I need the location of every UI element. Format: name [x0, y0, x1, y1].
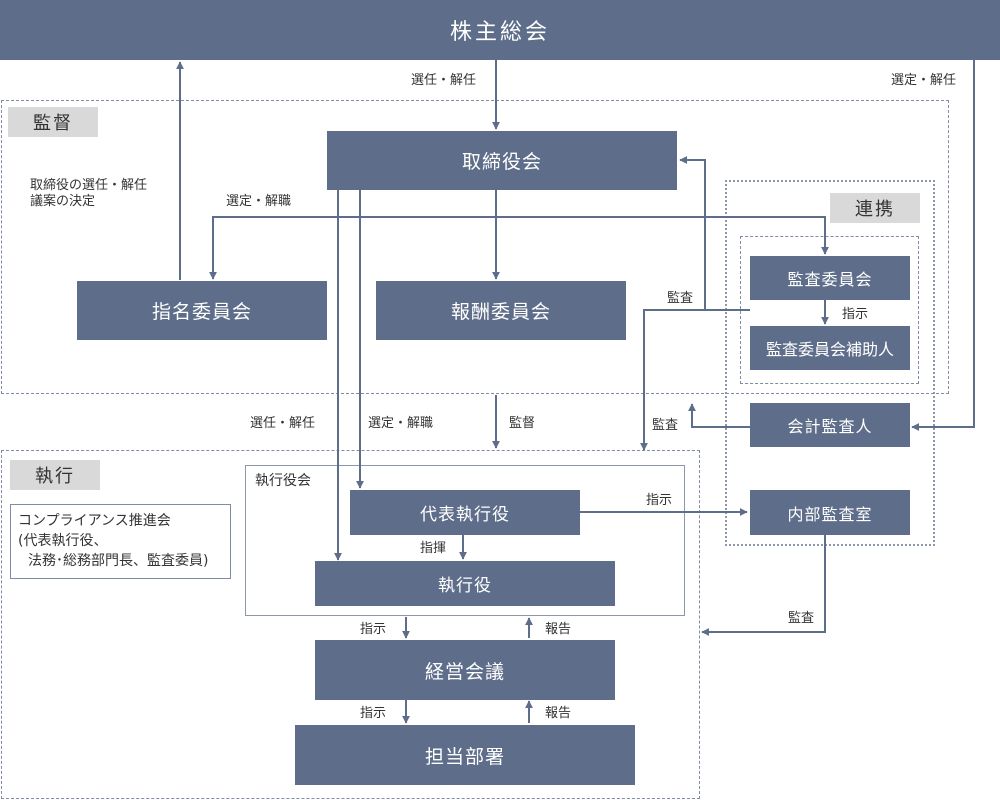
label-audit-assistant: 指示 [842, 307, 869, 322]
executive-officers-frame [245, 465, 685, 616]
execution-frame [1, 450, 700, 799]
label-nomination-note-1: 取締役の選任・解任 [30, 178, 148, 193]
audit-committee-assistant: 監査委員会補助人 [750, 326, 910, 370]
label-mgmt-dept: 指示 [360, 706, 387, 721]
page-title: 株主総会 [449, 20, 550, 45]
compensation-committee: 報酬委員会 [376, 281, 626, 340]
label-mgmt-exec: 報告 [545, 622, 572, 637]
label-board-rep: 選定・解職 [368, 416, 434, 431]
accounting-auditor: 会計監査人 [750, 403, 910, 447]
label-rep-internal: 指示 [646, 493, 673, 508]
executive-officer: 執行役 [315, 561, 615, 606]
label-shareholders-board: 選任・解任 [411, 73, 477, 88]
compliance-line-2: (代表執行役、 [18, 533, 108, 549]
execution-tag: 執行 [10, 460, 100, 490]
executive-officers-group-label: 執行役会 [255, 473, 311, 489]
edge-auditor-link [688, 403, 750, 428]
label-exec-mgmt: 指示 [360, 622, 387, 637]
compliance-line-1: コンプライアンス推進会 [18, 513, 171, 529]
label-internal-audit: 監査 [788, 611, 815, 626]
label-audit-board: 監査 [667, 291, 694, 306]
label-board-audit-committee: 選定・解職 [226, 194, 292, 209]
label-dept-mgmt: 報告 [545, 706, 572, 721]
nomination-committee: 指名委員会 [77, 281, 327, 340]
edge-internal-execution [701, 535, 826, 636]
compliance-line-3: 法務･総務部門長、監査委員) [28, 553, 209, 569]
label-shareholders-auditor: 選定・解任 [891, 73, 957, 88]
label-audit-execution: 監査 [652, 418, 679, 433]
edge-audit-board [679, 156, 750, 311]
supervision-tag: 監督 [8, 107, 98, 137]
edge-shareholders-auditor [911, 60, 975, 431]
compliance-frame [10, 504, 231, 579]
label-nomination-note-2: 議案の決定 [30, 194, 96, 209]
edge-audit-execution [640, 309, 705, 451]
board-of-directors: 取締役会 [327, 131, 677, 190]
label-rep-executive: 指揮 [420, 541, 447, 556]
departments: 担当部署 [295, 725, 635, 785]
collaboration-frame [725, 180, 935, 546]
audit-committee: 監査委員会 [750, 256, 910, 300]
internal-audit-office: 内部監査室 [750, 490, 910, 535]
supervision-frame [1, 100, 949, 394]
representative-executive: 代表執行役 [350, 490, 580, 535]
shareholders-meeting: 株主総会 [0, 0, 1000, 60]
edge-board-audit-committee [212, 216, 829, 278]
management-meeting: 経営会議 [315, 640, 615, 700]
collaboration-tag: 連携 [830, 193, 920, 223]
label-board-supervise: 監督 [509, 416, 536, 431]
label-board-executive: 選任・解任 [250, 416, 316, 431]
